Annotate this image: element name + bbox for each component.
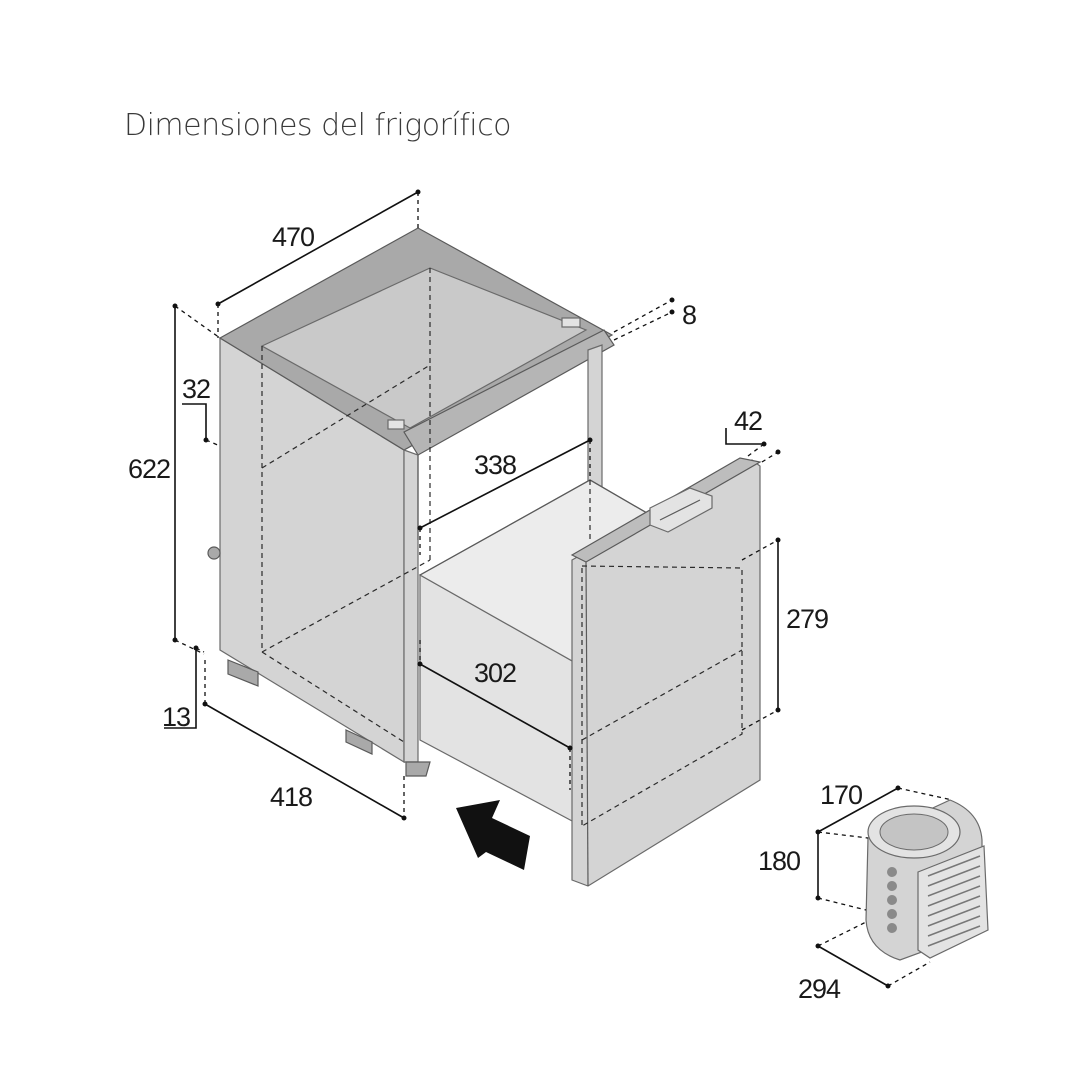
dimension-opening-lower: 302 <box>417 640 573 790</box>
dimension-label: 622 <box>128 454 170 484</box>
drawer-door <box>570 457 762 887</box>
cabinet-foot <box>405 761 431 777</box>
dimension-door-thickness: 42 <box>725 406 781 463</box>
dimension-height: 622 <box>128 303 221 655</box>
dimension-bottom-offset: 13 <box>162 645 205 732</box>
mount-tab-back <box>561 317 581 328</box>
cabinet-foot <box>345 729 373 755</box>
dimension-label: 338 <box>474 450 516 480</box>
dimension-label: 8 <box>682 300 696 330</box>
dimension-label: 294 <box>798 974 841 1004</box>
arrow-left-icon <box>456 800 530 870</box>
dimension-unit-height: 180 <box>758 832 867 911</box>
cabinet-top-recess <box>260 267 588 429</box>
dimension-unit-width: 170 <box>815 780 953 839</box>
dimension-top-offset: 32 <box>182 374 221 447</box>
dimension-label: 32 <box>182 374 210 404</box>
dimension-drawer-height: 279 <box>741 537 829 731</box>
mount-tab-front <box>387 419 405 430</box>
dimension-opening-upper: 338 <box>417 437 593 555</box>
dimension-label: 13 <box>162 702 190 732</box>
cabinet-front-rim <box>403 329 615 456</box>
dimension-base-depth: 418 <box>202 660 407 821</box>
side-knob-icon <box>207 546 221 560</box>
dimension-label: 180 <box>758 846 800 876</box>
dimension-label: 279 <box>786 604 828 634</box>
compressor-unit-icon <box>865 799 989 961</box>
dimension-label: 170 <box>820 780 862 810</box>
dimension-label: 418 <box>270 782 312 812</box>
dimension-label: 42 <box>734 406 762 436</box>
dimension-flange: 8 <box>613 297 697 341</box>
dimension-top-width: 470 <box>215 189 421 338</box>
fridge-cabinet <box>207 227 615 777</box>
cabinet-front-stile <box>403 449 419 763</box>
dimension-unit-depth: 294 <box>798 921 931 1004</box>
cabinet-right-post <box>587 344 603 503</box>
dimension-label: 302 <box>474 658 516 688</box>
dimension-label: 470 <box>272 222 314 252</box>
diagram-title: Dimensiones del frigorífico <box>124 108 511 143</box>
cabinet-foot <box>227 659 259 687</box>
